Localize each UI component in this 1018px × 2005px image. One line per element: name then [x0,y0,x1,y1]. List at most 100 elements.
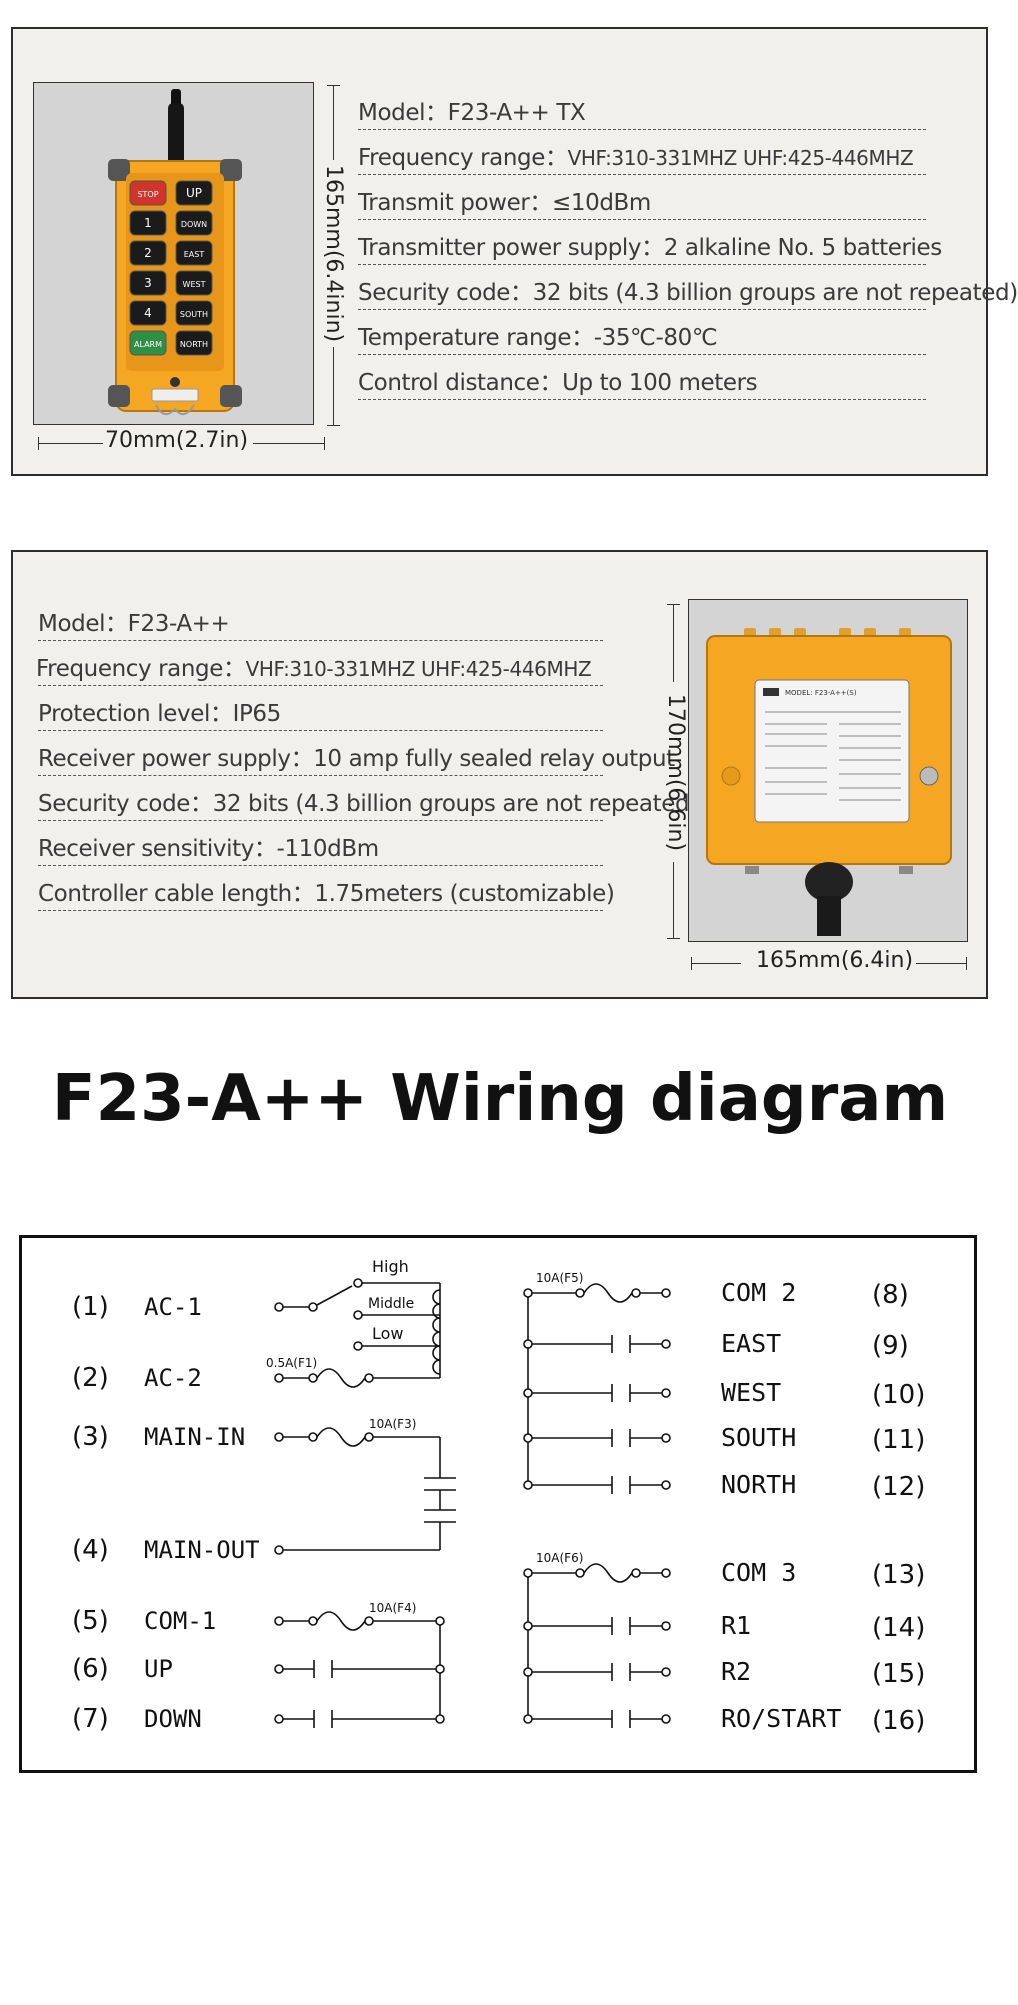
right-terminal-name: COM 2 [721,1278,796,1307]
rx-spec-row: Receiver sensitivity：-110dBm [38,829,379,863]
rx-spec-divider [38,685,603,686]
voltage-high-label: High [372,1257,409,1276]
voltage-low-label: Low [372,1324,404,1343]
rx-spec-row: Security code：32 bits (4.3 billion group… [38,784,698,818]
left-terminal-name: COM-1 [144,1607,216,1635]
rx-spec-label: Receiver sensitivity： [38,836,277,862]
rx-spec-value: 1.75meters (customizable) [314,881,615,907]
rx-spec-divider [38,640,603,641]
tx-spec-row: Temperature range：-35℃-80℃ [358,318,718,352]
tx-spec-row: Transmitter power supply：2 alkaline No. … [358,228,942,262]
rx-spec-label: Security code： [38,791,213,817]
fuse-f6-label: 10A(F6) [536,1551,583,1565]
remote-button [129,240,167,266]
rx-spec-row: Controller cable length：1.75meters (cust… [38,874,615,908]
fuse-f4-label: 10A(F4) [369,1601,416,1615]
remote-button-label: STOP [137,190,158,199]
right-terminal-labels: COM 2(8)EAST(9)WEST(10)SOUTH(11)NORTH(12… [721,1278,925,1736]
tx-spec-label: Temperature range： [358,325,594,351]
right-terminal-number: (14) [872,1613,925,1643]
tx-spec-divider [358,354,926,355]
tx-spec-row: Frequency range：VHF:310-331MHZ UHF:425-4… [358,138,914,172]
left-terminal-name: MAIN-IN [144,1423,245,1451]
rx-spec-row: Protection level：IP65 [38,694,281,728]
receiver-width-dimension-line [691,963,741,964]
remote-button [129,270,167,296]
right-terminal-number: (9) [872,1331,909,1361]
remote-button [175,270,213,296]
right-terminal-number: (15) [872,1659,925,1689]
right-terminal-name: SOUTH [721,1423,796,1452]
tx-spec-value: F23-A++ TX [447,100,586,126]
right-terminal-number: (10) [872,1380,925,1410]
remote-button [129,210,167,236]
right-terminal-name: EAST [721,1329,781,1358]
tx-spec-divider [358,399,926,400]
right-terminal-number: (16) [872,1706,925,1736]
transmitter-width-label: 70mm(2.7in) [105,428,249,453]
left-terminal-number: (3) [72,1422,109,1452]
receiver-width-label: 165mm(6.4in) [756,948,914,973]
remote-button-label: 4 [144,306,152,320]
rx-spec-divider [38,865,603,866]
rx-spec-label: Receiver power supply： [38,746,314,772]
remote-button-label: ALARM [134,340,162,349]
right-terminal-name: R2 [721,1657,751,1686]
receiver-photo: MODEL: F23-A++(S) [688,599,968,942]
right-terminal-number: (11) [872,1425,925,1455]
rx-spec-label: Controller cable length： [38,881,315,907]
tx-spec-row: Transmit power：≤10dBm [358,183,651,217]
left-terminal-labels: (1)AC-1(2)AC-2(3)MAIN-IN(4)MAIN-OUT(5)CO… [72,1292,260,1734]
voltage-middle-label: Middle [368,1296,414,1312]
tx-spec-label: Security code： [358,280,533,306]
fuse-f3-label: 10A(F3) [369,1417,416,1431]
tx-spec-value: 32 bits (4.3 billion groups are not repe… [532,280,1018,306]
rx-spec-row: Receiver power supply：10 amp fully seale… [38,739,675,773]
tx-spec-row: Model：F23-A++ TX [358,93,586,127]
remote-button [175,240,213,266]
remote-button [129,300,167,326]
fuse-f5-label: 10A(F5) [536,1271,583,1285]
remote-button-label: 3 [144,276,152,290]
left-terminal-name: UP [144,1655,173,1683]
remote-button [175,210,213,236]
width-dimension-line [38,443,103,444]
remote-button [129,180,167,206]
tx-spec-label: Transmitter power supply： [358,235,664,261]
wiring-schematic: (1)AC-1(2)AC-2(3)MAIN-IN(4)MAIN-OUT(5)CO… [72,1257,925,1736]
remote-button-label: NORTH [180,340,208,349]
rx-spec-row: Frequency range：VHF:310-331MHZ UHF:425-4… [36,649,592,683]
rx-spec-value: IP65 [232,701,282,727]
remote-button [175,300,213,326]
receiver-height-label: 170mm(6.6in) [663,694,688,852]
tx-spec-label: Transmit power： [358,190,552,216]
rx-spec-value: -110dBm [276,836,380,862]
remote-button-label: 1 [144,216,152,230]
rx-spec-divider [38,910,603,911]
tx-spec-label: Control distance： [358,370,563,396]
left-terminal-number: (7) [72,1704,109,1734]
tx-spec-value: ≤10dBm [552,190,651,216]
tx-spec-row: Security code：32 bits (4.3 billion group… [358,273,1018,307]
left-terminal-name: MAIN-OUT [144,1536,260,1564]
receiver-image: MODEL: F23-A++(S) [706,628,952,936]
label-plate-model: MODEL: F23-A++(S) [785,689,857,697]
tx-spec-value: Up to 100 meters [562,370,758,396]
tx-spec-value: 2 alkaline No. 5 batteries [663,235,943,261]
wiring-diagram-title: F23-A++ Wiring diagram [51,1062,949,1136]
rx-spec-divider [38,820,603,821]
right-terminal-name: NORTH [721,1470,796,1499]
tx-spec-divider [358,264,926,265]
right-circuits [523,1283,671,1728]
left-terminal-number: (4) [72,1535,109,1565]
right-terminal-name: RO/START [721,1704,841,1733]
right-terminal-name: COM 3 [721,1558,796,1587]
rx-spec-label: Model： [38,611,128,637]
remote-button-label: UP [186,186,202,200]
left-circuits [274,1278,456,1728]
rx-spec-value: 32 bits (4.3 billion groups are not repe… [212,791,699,817]
remote-button [129,330,167,356]
rx-spec-divider [38,730,603,731]
